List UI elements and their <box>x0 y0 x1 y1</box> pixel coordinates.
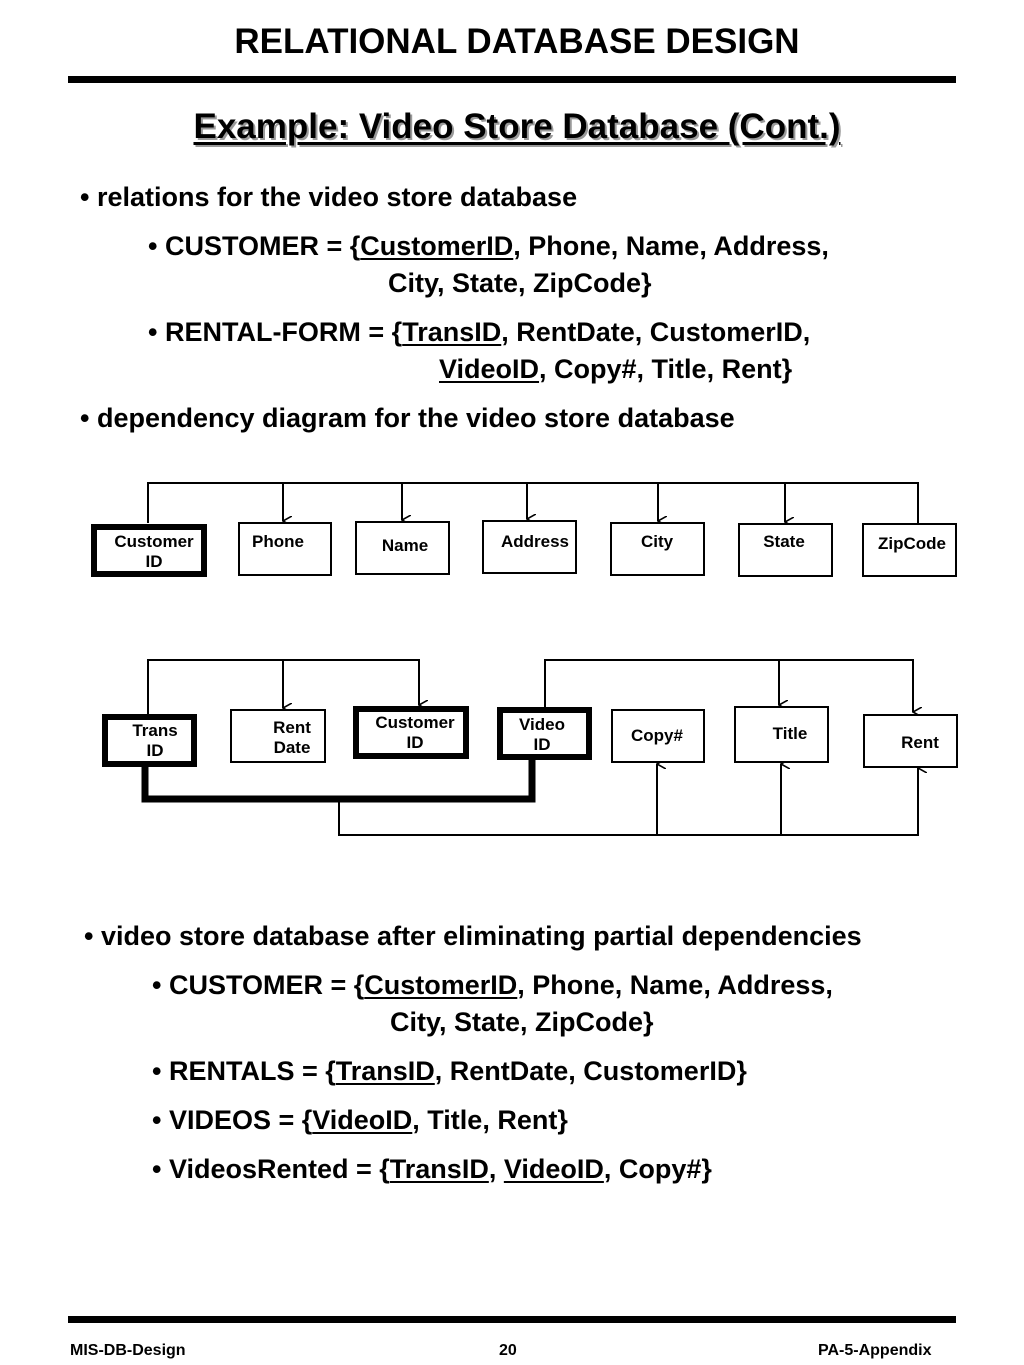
videos-rented-attrs: , Copy#} <box>603 1154 712 1184</box>
videos-key: VideoID <box>312 1105 413 1135</box>
videos-rented-sep: , <box>488 1154 504 1184</box>
rental-form-attrs: , RentDate, CustomerID, <box>501 317 811 347</box>
customer-prefix: • CUSTOMER = { <box>148 231 361 261</box>
diagram2-label-title: Title <box>772 724 808 743</box>
bullet-after-elimination: • video store database after eliminating… <box>84 921 862 951</box>
diagram1-box-customerid <box>91 524 207 577</box>
bottom-divider <box>68 1316 956 1323</box>
diagram2-box-customerid <box>353 706 469 759</box>
customer-relation-final-cont: City, State, ZipCode} <box>390 1007 654 1037</box>
diagram2-box-videoid <box>497 707 592 760</box>
diagram2-label-copy: Copy# <box>631 726 683 745</box>
top-divider <box>68 76 956 83</box>
diagram1-box-name <box>355 521 450 575</box>
diagram1-label-city: City <box>640 532 674 551</box>
slide-title: Example: Video Store Database (Cont.) <box>193 107 841 146</box>
diagram2-box-copy <box>611 709 705 763</box>
videos-rented-key2: VideoID <box>503 1154 604 1184</box>
diagram2-box-rentdate <box>230 709 326 763</box>
rentals-relation: • RENTALS = {TransID, RentDate, Customer… <box>152 1056 747 1086</box>
diagram2-box-title <box>734 706 829 763</box>
rentals-prefix: • RENTALS = { <box>152 1056 336 1086</box>
customer-attrs: , Phone, Name, Address, <box>513 231 829 261</box>
videos-attrs: , Title, Rent} <box>412 1105 568 1135</box>
customer-relation: • CUSTOMER = {CustomerID, Phone, Name, A… <box>148 231 829 261</box>
customer-final-prefix: • CUSTOMER = { <box>152 970 365 1000</box>
rental-form-relation-cont: VideoID, Copy#, Title, Rent} <box>439 354 792 384</box>
diagram1-label-state: State <box>763 532 805 551</box>
bullet-dependency: • dependency diagram for the video store… <box>80 403 735 433</box>
rental-form-relation: • RENTAL-FORM = {TransID, RentDate, Cust… <box>148 317 810 347</box>
customer-final-key: CustomerID <box>364 970 518 1000</box>
diagram2-box-rent <box>863 714 958 768</box>
footer-left: MIS-DB-Design <box>70 1342 186 1359</box>
diagram1-label-name: Name <box>381 536 429 555</box>
diagram2-label-rent: Rent <box>901 733 939 752</box>
rental-form-prefix: • RENTAL-FORM = { <box>148 317 403 347</box>
rental-form-attrs2: , Copy#, Title, Rent} <box>539 354 793 384</box>
diagram1-label-address: Address <box>500 532 570 551</box>
diagram2-box-transid <box>102 714 197 767</box>
diagram1-label-phone: Phone <box>252 532 304 551</box>
videos-prefix: • VIDEOS = { <box>152 1105 313 1135</box>
page-title: RELATIONAL DATABASE DESIGN <box>234 22 800 61</box>
rental-form-key: TransID <box>402 317 502 347</box>
footer-right: PA-5-Appendix <box>818 1342 932 1359</box>
customer-relation-cont: City, State, ZipCode} <box>388 268 652 298</box>
customer-final-attrs: , Phone, Name, Address, <box>517 970 833 1000</box>
bullet-relations: • relations for the video store database <box>80 182 578 212</box>
videos-rented-prefix: • VideosRented = { <box>152 1154 390 1184</box>
diagram1-box-phone <box>238 522 332 576</box>
videos-relation: • VIDEOS = {VideoID, Title, Rent} <box>152 1105 568 1135</box>
videos-rented-key1: TransID <box>389 1154 489 1184</box>
rental-form-key2: VideoID <box>439 354 540 384</box>
footer-page-number: 20 <box>499 1342 517 1359</box>
diagram1-box-state <box>738 523 833 577</box>
videos-rented-relation: • VideosRented = {TransID, VideoID, Copy… <box>152 1154 712 1184</box>
customer-key: CustomerID <box>360 231 514 261</box>
customer-relation-final: • CUSTOMER = {CustomerID, Phone, Name, A… <box>152 970 833 1000</box>
diagram1-box-city <box>610 522 705 576</box>
diagram1-box-zipcode <box>862 523 957 577</box>
diagram1-label-zipcode: ZipCode <box>878 534 946 553</box>
rentals-key: TransID <box>335 1056 435 1086</box>
diagram1-box-address <box>482 520 577 574</box>
rentals-attrs: , RentDate, CustomerID} <box>434 1056 747 1086</box>
